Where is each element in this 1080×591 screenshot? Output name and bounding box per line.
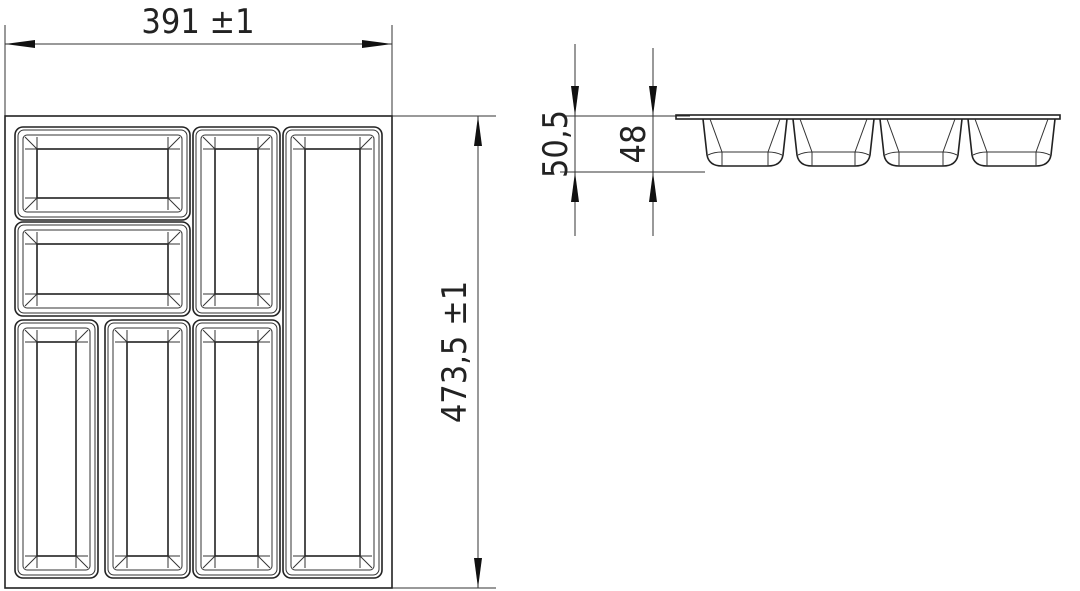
compartment [104, 319, 191, 579]
tray-outline [4, 115, 393, 589]
depth-dimension: 473,5 ±1 [392, 115, 496, 589]
pocket [702, 118, 788, 167]
compartment [14, 126, 191, 221]
top-view-compartments [14, 126, 383, 579]
pocket [967, 118, 1056, 167]
height-dimensions: 50,5 48 [536, 44, 705, 236]
side-view-pockets [702, 118, 1056, 167]
width-label: 391 ±1 [141, 2, 254, 42]
pocket [879, 118, 963, 167]
total-height-label: 50,5 [536, 110, 576, 178]
compartment [282, 126, 383, 579]
width-dimension: 391 ±1 [4, 2, 393, 116]
inner-height-label: 48 [614, 125, 654, 164]
compartment [14, 319, 99, 579]
compartment [192, 126, 281, 317]
side-view-rim [675, 114, 1061, 120]
compartment [14, 221, 191, 317]
depth-label: 473,5 ±1 [435, 281, 475, 423]
pocket [792, 118, 875, 167]
compartment [192, 319, 281, 579]
